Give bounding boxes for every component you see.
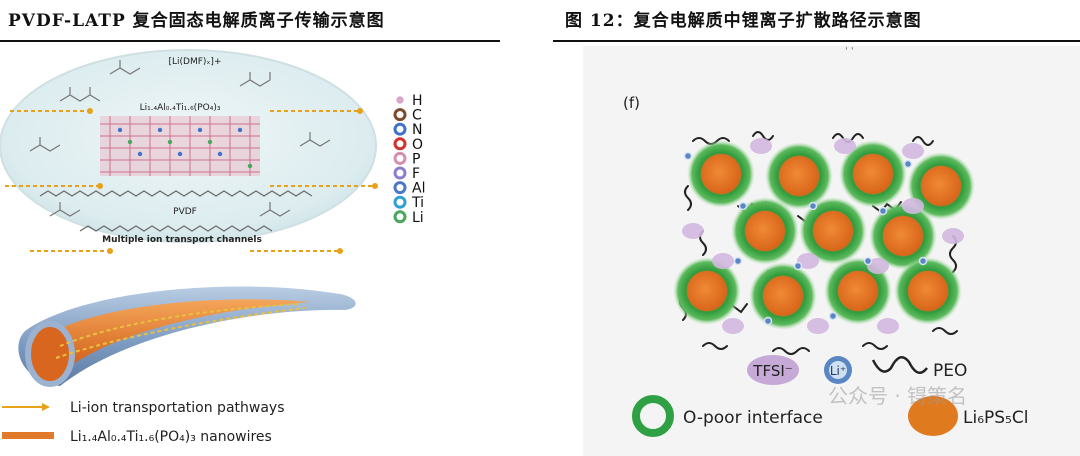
lps-legend-label: Li₆PS₅Cl <box>963 408 1028 428</box>
dmf-molecules <box>29 60 331 217</box>
lps-particle <box>883 216 923 256</box>
atom-li-marker <box>393 210 407 224</box>
tfsi-ion <box>834 138 856 154</box>
tfsi-ion <box>807 318 829 334</box>
lps-particle <box>779 156 819 196</box>
lps-particles <box>673 140 975 330</box>
tfsi-ion <box>877 318 899 334</box>
atom-o-marker <box>393 137 407 151</box>
left-figure-svg: [Li(DMF)ₓ]+ Li₁.₄Al₀.₄Ti₁.₆(PO₄)₃ PVDF M… <box>0 49 425 445</box>
tfsi-ion <box>722 318 744 334</box>
li-ion <box>918 256 928 266</box>
atom-f-marker <box>393 166 407 180</box>
pvdf-chains <box>39 190 313 232</box>
interface-legend-symbol <box>632 395 674 437</box>
li-ion <box>733 256 743 266</box>
tfsi-legend-symbol <box>747 355 799 385</box>
legend-nanowires-text: Li₁.₄Al₀.₄Ti₁.₆(PO₄)₃ nanowires <box>70 429 272 445</box>
lps-particle <box>921 166 961 206</box>
atom-h-marker <box>396 96 404 104</box>
li-ion <box>828 311 838 321</box>
right-figure-svg: ' ' (f) <box>583 46 1080 456</box>
pvdf-label: PVDF <box>173 207 197 217</box>
lps-particle <box>701 154 741 194</box>
lps-particle <box>838 271 878 311</box>
right-figure-caption: 图 12：复合电解质中锂离子扩散路径示意图 <box>565 11 922 31</box>
atom-n-label: N <box>412 122 422 138</box>
legend-row-1: TFSI⁻ Li⁺ PEO <box>747 355 967 385</box>
ions <box>682 138 964 334</box>
atom-ti-label: Ti <box>411 195 424 211</box>
atom-n-marker <box>393 122 407 136</box>
li-ion <box>808 201 818 211</box>
right-caption-rule <box>553 40 1080 42</box>
latp-formula-label: Li₁.₄Al₀.₄Ti₁.₆(PO₄)₃ <box>140 103 221 113</box>
lps-particle <box>763 276 803 316</box>
atom-ti-marker <box>393 195 407 209</box>
legend-row-2: O-poor interface Li₆PS₅Cl <box>632 395 1028 437</box>
latp-crystal-lattice <box>100 116 260 176</box>
tfsi-ion <box>712 253 734 269</box>
panel-label: (f) <box>623 94 640 112</box>
atom-al-marker <box>393 181 407 195</box>
atom-p-label: P <box>412 151 420 167</box>
li-ion <box>863 256 873 266</box>
li-ion <box>793 261 803 271</box>
tfsi-ion <box>682 223 704 239</box>
left-caption-rule <box>0 40 500 42</box>
interface-legend-label: O-poor interface <box>683 408 823 428</box>
li-ion <box>878 206 888 216</box>
li-ion-pathways <box>5 110 375 252</box>
lps-particle <box>813 211 853 251</box>
lps-particle <box>687 271 727 311</box>
tfsi-legend-label: TFSI⁻ <box>752 362 792 380</box>
lps-particle <box>853 154 893 194</box>
channels-label: Multiple ion transport channels <box>102 235 262 245</box>
peo-legend-symbol <box>871 355 928 375</box>
lps-particle <box>745 211 785 251</box>
left-figure-panel: [Li(DMF)ₓ]+ Li₁.₄Al₀.₄Ti₁.₆(PO₄)₃ PVDF M… <box>0 46 500 456</box>
tfsi-ion <box>750 138 772 154</box>
nanowire-legend: Li-ion transportation pathways Li₁.₄Al₀.… <box>2 400 285 445</box>
lps-particle <box>908 271 948 311</box>
tfsi-ion <box>942 228 964 244</box>
atom-al-label: Al <box>412 181 425 197</box>
dmf-complex-label: [Li(DMF)ₓ]+ <box>169 57 222 67</box>
li-ion <box>683 151 693 161</box>
li-ion <box>903 159 913 169</box>
atom-p-marker <box>393 151 407 165</box>
atom-c-label: C <box>412 108 422 124</box>
atom-f-label: F <box>412 166 420 182</box>
atom-h-label: H <box>412 93 423 109</box>
li-ion <box>738 201 748 211</box>
tfsi-ion <box>902 198 924 214</box>
peo-legend-label: PEO <box>933 361 967 381</box>
tfsi-ion <box>867 258 889 274</box>
atom-o-label: O <box>412 137 423 153</box>
atom-c-marker <box>393 108 407 122</box>
tfsi-ion <box>902 143 924 159</box>
tfsi-ion <box>797 253 819 269</box>
left-figure-caption: PVDF-LATP 复合固态电解质离子传输示意图 <box>8 11 385 31</box>
li-legend-label: Li⁺ <box>830 364 846 378</box>
lps-legend-symbol <box>908 396 958 436</box>
watermark: 公众号 · 锝策名 <box>828 384 967 408</box>
li-ion <box>763 316 773 326</box>
latp-nanowire-tube <box>18 286 356 387</box>
legend-pathways-text: Li-ion transportation pathways <box>70 400 285 416</box>
top-cut-marks: ' ' <box>845 46 854 57</box>
right-figure-panel: ' ' (f) <box>583 46 1080 456</box>
atom-li-label: Li <box>412 210 424 226</box>
